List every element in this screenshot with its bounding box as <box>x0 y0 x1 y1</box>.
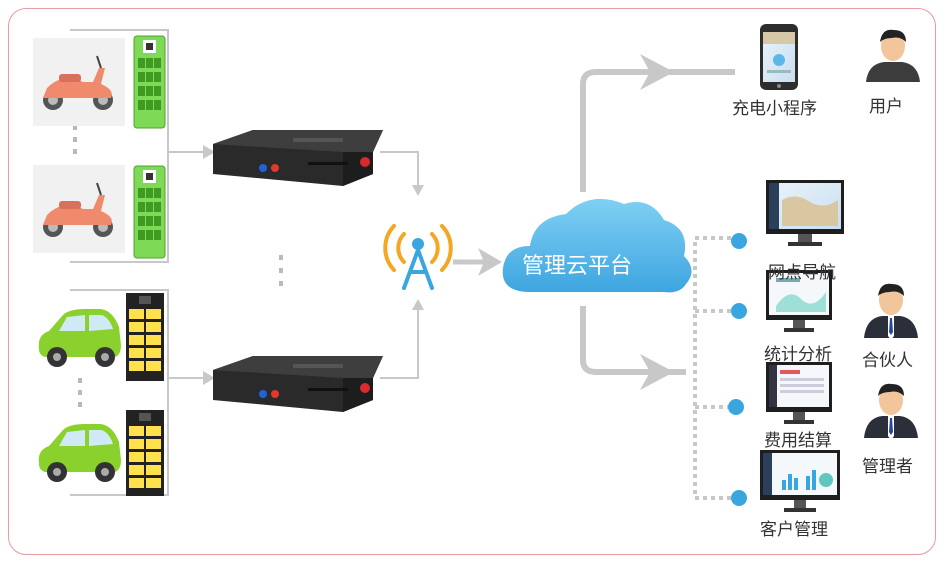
arrow-to-functions <box>640 354 674 390</box>
monitor-icon <box>760 450 840 512</box>
arrow-to-mobile <box>640 54 674 90</box>
partner-role-label: 合伙人 <box>862 351 913 371</box>
user-avatar-icon <box>864 383 918 440</box>
user-role-label: 用户 <box>869 97 903 117</box>
router-device-icon <box>213 356 383 412</box>
charging-cabinet-icon <box>126 410 164 496</box>
function-label-navigation: 网点导航 <box>768 263 836 283</box>
arrow-to-tower-top <box>412 185 424 196</box>
car-icon <box>38 424 121 482</box>
outer-frame <box>8 8 936 555</box>
cloud-mobile-connector <box>580 69 735 192</box>
charging-cabinet-icon <box>133 165 166 259</box>
monitor-icon <box>766 180 844 246</box>
charging-cabinet-icon <box>133 35 166 129</box>
cloud-icon <box>502 198 692 293</box>
functions-bracket <box>693 236 739 500</box>
cloud-platform-label: 管理云平台 <box>522 254 633 279</box>
arrow-to-router-bottom <box>203 371 215 385</box>
cloud-functions-connector <box>580 306 686 375</box>
admin-role-label: 管理者 <box>862 457 913 477</box>
car-icon <box>38 309 121 367</box>
function-label-statistics: 统计分析 <box>764 345 832 365</box>
scooter-icon <box>33 165 125 253</box>
signal-tower-icon <box>383 224 453 290</box>
function-label-settlement: 费用结算 <box>764 431 832 451</box>
group-bracket-top <box>70 29 205 263</box>
monitor-icon <box>766 362 832 424</box>
charging-cabinet-icon <box>126 293 164 381</box>
monitor-icon <box>766 270 832 332</box>
group-bracket-bottom <box>70 289 205 496</box>
arrow-to-tower-bottom <box>412 299 424 310</box>
user-avatar-icon <box>866 29 920 82</box>
ellipsis-dots <box>73 125 283 407</box>
router-tower-connector <box>380 151 419 379</box>
mobile-app-label: 充电小程序 <box>732 99 817 119</box>
arrow-to-cloud <box>478 248 502 276</box>
connector-dots <box>728 233 747 506</box>
router-device-icon <box>213 130 383 186</box>
function-label-customer: 客户管理 <box>760 520 828 540</box>
arrow-to-router-top <box>203 145 215 159</box>
smartphone-icon <box>760 24 798 90</box>
scooter-icon <box>33 38 125 126</box>
user-avatar-icon <box>864 283 918 340</box>
